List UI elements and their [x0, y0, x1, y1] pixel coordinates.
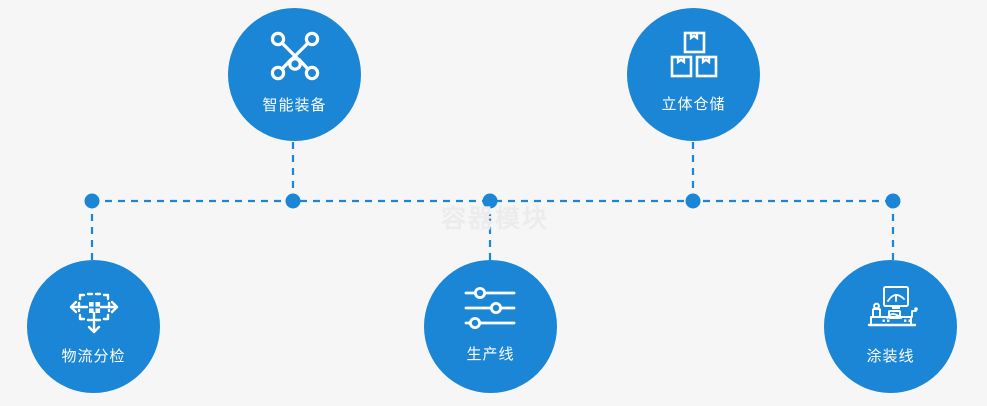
node-label-production-line: 生产线	[466, 345, 515, 363]
node-label-smart-equipment: 智能装备	[262, 96, 327, 114]
node-label-coating-line: 涂装线	[866, 347, 915, 365]
network-nodes-icon	[269, 30, 321, 82]
node-label-warehouse: 立体仓储	[661, 95, 726, 113]
junction-dot-warehouse	[685, 193, 701, 209]
sorting-arrows-icon	[67, 285, 121, 335]
node-circle-warehouse[interactable]: 立体仓储	[627, 8, 760, 141]
junction-dot-logistics-sorting	[84, 193, 100, 209]
industrial-machine-icon	[863, 285, 919, 333]
node-label-logistics-sorting: 物流分检	[61, 347, 126, 365]
junction-dot-coating-line	[885, 193, 901, 209]
node-circle-logistics-sorting[interactable]: 物流分检	[27, 260, 160, 393]
watermark-text: 容器模块	[440, 204, 549, 233]
sliders-icon	[464, 287, 518, 331]
node-circle-coating-line[interactable]: 涂装线	[824, 260, 957, 393]
stacked-boxes-icon	[668, 31, 720, 81]
node-circle-production-line[interactable]: 生产线	[424, 260, 557, 393]
node-circle-smart-equipment[interactable]: 智能装备	[228, 8, 361, 141]
junction-dot-smart-equipment	[285, 193, 301, 209]
